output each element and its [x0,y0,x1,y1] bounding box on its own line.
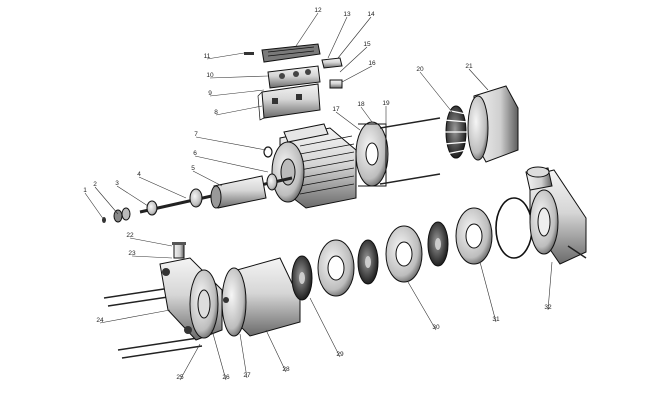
part-label-20: 20 [416,66,424,73]
part-label-23: 23 [128,250,136,257]
pump-sleeve [221,257,301,337]
cover-screw [244,52,254,55]
part-label-10: 10 [206,72,214,79]
part-label-4: 4 [137,171,141,178]
leader-line-30 [407,281,437,331]
leader-line-26 [211,329,227,381]
terminal-cover [261,43,321,63]
part-label-7: 7 [194,131,198,138]
leader-line-20 [419,71,453,113]
leader-line-28 [265,329,287,373]
fan-cover [467,85,519,163]
leader-line-23 [131,255,173,259]
part-label-25: 25 [176,374,184,381]
impeller-1 [291,255,313,301]
pump-bracket [159,257,223,341]
leader-line-29 [309,297,341,358]
part-label-16: 16 [368,60,376,67]
part-label-11: 11 [204,53,211,60]
part-label-28: 28 [282,366,290,373]
part-label-29: 29 [336,351,344,358]
terminal-box-base [257,83,321,121]
leader-line-4 [138,176,187,199]
leader-line-13 [327,16,348,59]
part-label-26: 26 [222,374,230,381]
part-label-31: 31 [492,316,500,323]
leader-line-8 [215,105,263,116]
part-label-18: 18 [357,101,365,108]
part-label-14: 14 [367,11,375,18]
o-ring-small [263,146,273,158]
cooling-fan [443,105,469,159]
part-label-12: 12 [314,7,322,14]
leader-line-14 [337,16,372,59]
leader-line-15 [339,46,368,73]
part-label-32: 32 [544,304,552,311]
leader-line-3 [116,185,149,207]
leader-line-25 [179,343,201,381]
leader-line-1 [84,192,105,221]
part-label-24: 24 [96,317,104,324]
leader-line-31 [479,261,497,323]
leader-line-17 [335,111,361,131]
leader-line-21 [468,68,489,91]
leader-line-11 [206,52,245,60]
part-label-5: 5 [191,165,195,172]
part-label-27: 27 [243,372,251,379]
leader-line-9 [209,89,265,97]
seal-rings [102,207,131,223]
part-label-9: 9 [208,90,212,97]
part-label-2: 2 [93,181,97,188]
leader-line-27 [239,333,248,379]
motor-housing [271,123,357,209]
leader-line-6 [194,155,269,173]
cable-gland [321,57,343,89]
rotor-shaft [139,173,293,214]
leader-line-32 [547,261,553,311]
rear-end-shield [355,121,389,187]
leader-line-10 [209,75,269,79]
part-label-19: 19 [382,100,390,107]
leader-line-7 [195,136,267,151]
leader-line-18 [360,106,373,123]
part-label-13: 13 [343,11,351,18]
vent-plug [172,242,186,259]
leader-line-22 [129,237,173,247]
diffuser-1 [317,239,355,297]
diffuser-3 [455,207,493,265]
leader-line-12 [295,12,319,47]
o-ring-large [495,197,533,259]
part-label-6: 6 [193,150,197,157]
impeller-3 [427,221,449,267]
impeller-2 [357,239,379,285]
leader-line-16 [341,65,373,83]
leader-line-5 [192,170,223,187]
part-label-21: 21 [465,63,473,70]
leader-line-24 [99,309,171,324]
terminal-block [267,65,321,89]
part-label-22: 22 [126,232,134,239]
tie-rods-upper [379,117,441,185]
part-label-17: 17 [332,106,340,113]
part-label-3: 3 [115,180,119,187]
part-label-15: 15 [363,41,371,48]
part-label-8: 8 [214,109,218,116]
diffuser-2 [385,225,423,283]
pump-casing [525,166,587,265]
part-label-30: 30 [432,324,440,331]
part-label-1: 1 [83,187,87,194]
leader-line-2 [94,186,119,215]
bearing [146,200,158,216]
